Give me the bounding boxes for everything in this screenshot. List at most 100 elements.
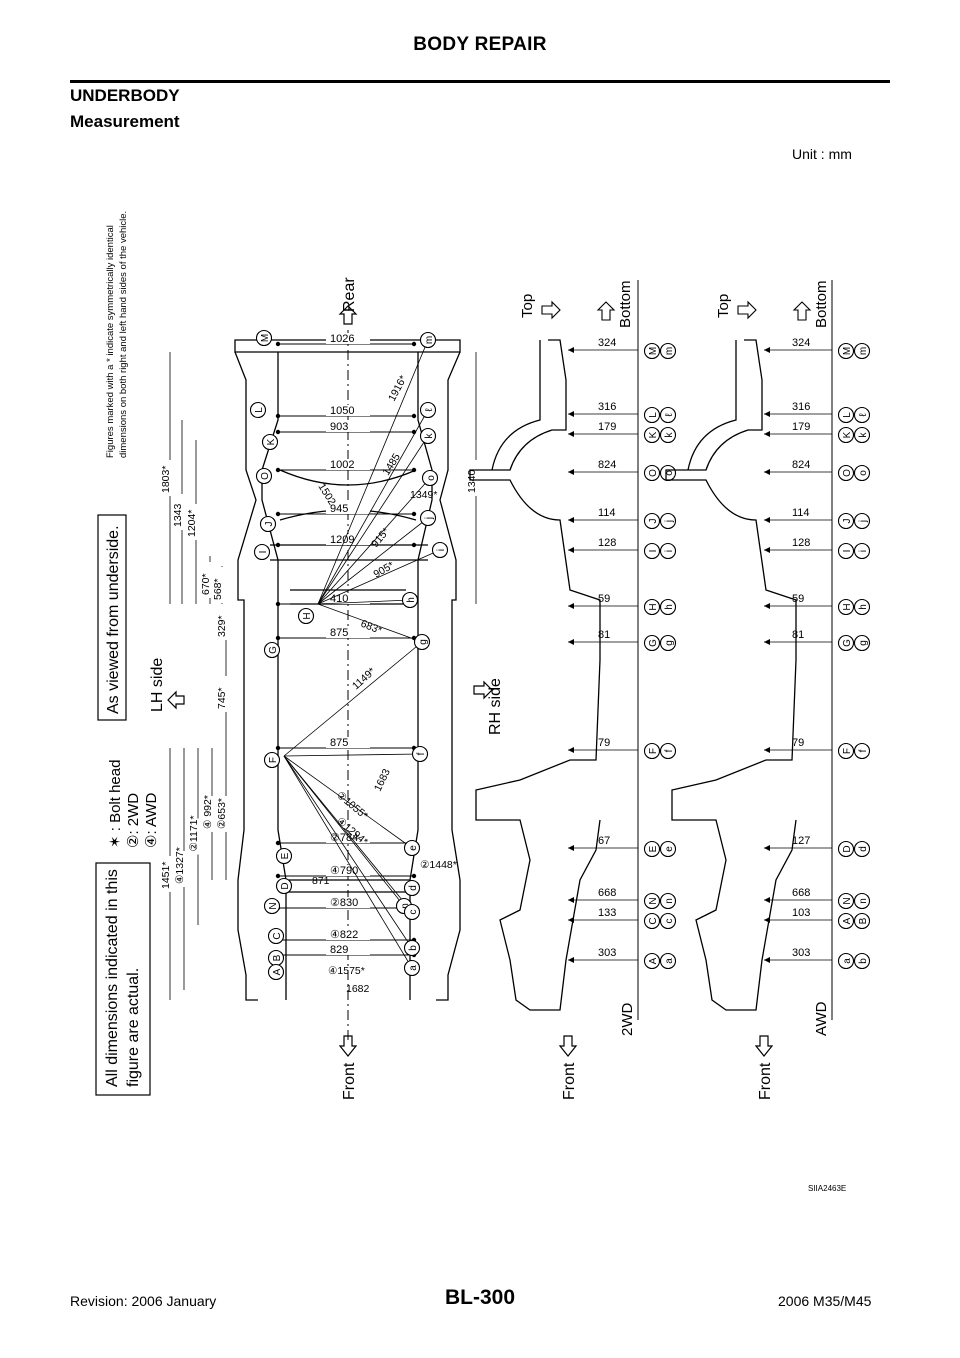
plan-front-arrow-icon	[338, 1035, 358, 1057]
width-dim-label-bg	[326, 944, 370, 955]
width-dim-end-left	[275, 542, 281, 548]
side-point-J-letter: J	[648, 519, 659, 524]
side-point-g-circle	[659, 634, 677, 652]
long-dim-value: ②1171*	[188, 815, 200, 851]
side-point-D-circle	[837, 840, 855, 858]
width-dim-label-bg	[326, 534, 370, 545]
point-l-rh: ℓ	[419, 401, 437, 419]
side-point-k: k	[659, 426, 677, 444]
side-point-L-circle	[643, 406, 661, 424]
side-point-j: j	[659, 512, 677, 530]
width-dim-end-left	[275, 873, 281, 879]
side-point-n: n	[659, 892, 677, 910]
side-point-o: o	[659, 464, 677, 482]
long-dim-label-bg	[216, 796, 228, 832]
side-point-n-circle	[659, 892, 677, 910]
point-k-rh-circle	[419, 427, 437, 445]
point-l-lh-circle	[249, 401, 267, 419]
side-dim-value: 79	[598, 737, 610, 749]
legend-2wd: ②: 2WD	[125, 793, 142, 848]
width-dim-label-bg	[326, 459, 370, 470]
side-dim-arrow-icon	[764, 957, 770, 963]
point-h-rh: h	[401, 591, 419, 609]
side-dim-arrow-icon	[764, 547, 770, 553]
point-g-lh-letter: G	[268, 646, 279, 654]
width-dim-value-l: 1050	[330, 405, 354, 417]
symmetry-note-line-1: Figures marked with a * indicate symmetr…	[105, 225, 116, 458]
side-dim-value: 114	[598, 507, 616, 519]
diagonal-dim-line	[283, 641, 423, 757]
rh-side-label: RH side	[487, 678, 504, 735]
width-dim-value-j: 945	[330, 503, 348, 515]
diagonal-dim-value: 905*	[372, 559, 397, 580]
side-point-j-circle	[853, 512, 871, 530]
side-point-f-letter: f	[664, 749, 675, 752]
side-point-H: H	[837, 598, 855, 616]
side-point-e: e	[659, 840, 677, 858]
lh-side-label: LH side	[149, 658, 166, 712]
point-d-lh: D	[275, 877, 293, 895]
variant-awd-label: AWD	[813, 1001, 830, 1036]
side-point-H-letter: H	[648, 603, 659, 610]
side-point-i-circle	[853, 542, 871, 560]
side-dim-arrow-icon	[568, 845, 574, 851]
point-f-rh-circle	[411, 745, 429, 763]
width-dim-label-bg	[326, 627, 370, 638]
side-point-J-circle	[837, 512, 855, 530]
side-point-M-letter: M	[648, 347, 659, 355]
point-h-rh-letter: h	[406, 597, 417, 603]
side-point-G-circle	[837, 634, 855, 652]
side-point-f: f	[853, 742, 871, 760]
point-g-rh-circle	[413, 633, 431, 651]
point-d-rh-circle	[403, 879, 421, 897]
side-dim-arrow-icon	[568, 347, 574, 353]
point-g-lh-circle	[263, 641, 281, 659]
width-dim-end-right	[411, 511, 417, 517]
side-point-F-circle	[837, 742, 855, 760]
point-k-lh: K	[261, 433, 279, 451]
side-awd-front-label: Front	[757, 1062, 774, 1100]
side-dim-arrow-icon	[764, 469, 770, 475]
width-dim-end-left	[275, 601, 281, 607]
diagonal-dim-line	[283, 755, 413, 849]
side-dim-arrow-icon	[568, 917, 574, 923]
side-dim-arrow-icon	[764, 431, 770, 437]
side-point-a-letter: a	[842, 958, 853, 964]
side-dim-value: 179	[598, 421, 616, 433]
figure-caption: SIIA2463E	[808, 1184, 847, 1193]
point-n-rh-letter: n	[400, 903, 411, 909]
footer-revision: Revision: 2006 January	[70, 1293, 217, 1309]
side-point-m-circle	[853, 342, 871, 360]
side-dim-arrow-icon	[568, 431, 574, 437]
side-point-F-letter: F	[648, 748, 659, 754]
width-dim-end-right	[411, 467, 417, 473]
diagonal-dim-line	[283, 755, 405, 907]
side-point-h-circle	[659, 598, 677, 616]
width-dim-end-left	[275, 413, 281, 419]
point-h-rh-circle	[401, 591, 419, 609]
side-point-h-letter: h	[664, 604, 675, 610]
point-h-lh: H	[297, 607, 315, 625]
point-m-rh: m	[419, 331, 437, 349]
side-point-ℓ-circle	[659, 406, 677, 424]
side-dim-value: 668	[598, 887, 616, 899]
side-point-I-letter: I	[648, 550, 659, 553]
side-point-n-letter: n	[664, 898, 675, 904]
diagonal-dim-value: 1149*	[350, 665, 378, 692]
width-dim-value-d: ④790	[330, 865, 358, 877]
top-arrow-icon-2wd	[541, 300, 561, 320]
side-point-f-circle	[853, 742, 871, 760]
side-point-N: N	[643, 892, 661, 910]
side-dim-value: 128	[598, 537, 616, 549]
width-dim-label-bg	[326, 929, 370, 940]
side-point-I-circle	[643, 542, 661, 560]
side-dim-value: 179	[792, 421, 810, 433]
side-point-M-letter: M	[842, 347, 853, 355]
side-point-h: h	[853, 598, 871, 616]
rh-side-arrow-icon	[473, 680, 493, 700]
point-a-lh-circle	[267, 963, 285, 981]
long-dim-label-bg	[160, 460, 172, 496]
side-point-H-circle	[643, 598, 661, 616]
side-point-O-circle	[643, 464, 661, 482]
